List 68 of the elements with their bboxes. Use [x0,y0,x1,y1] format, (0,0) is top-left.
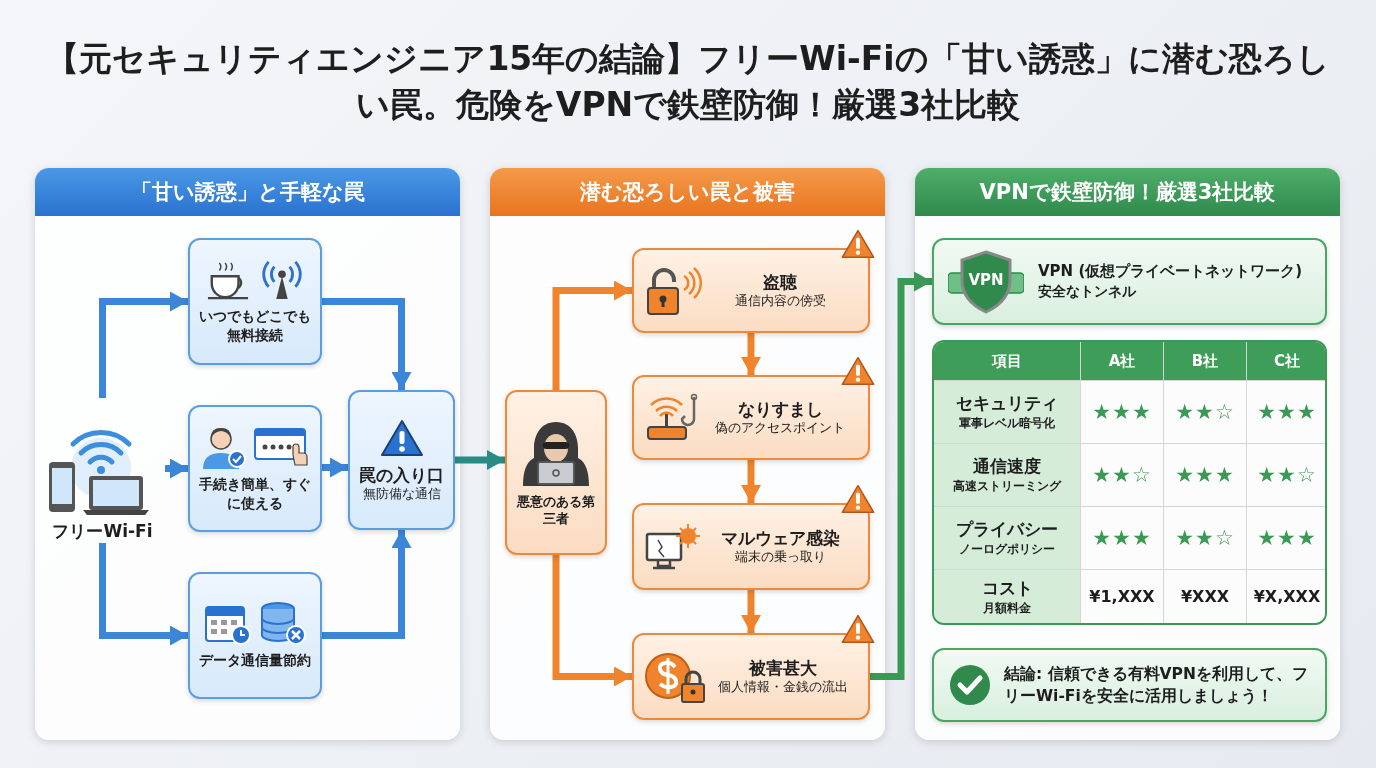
star-rating: ★★☆ [1081,444,1163,506]
panel [35,168,460,740]
panel-header: 潜む恐ろしい罠と被害 [490,168,885,216]
arrow [741,333,761,375]
box-text: 個人情報・金銭の流出 [718,679,848,696]
row-subtitle: 高速ストリーミング [953,478,1061,495]
box-heading: マルウェア感染 [720,527,840,550]
box-text: いつでもどこでも無料接続 [198,307,312,344]
panel-header: 「甘い誘惑」と手軽な罠 [35,168,460,216]
box-heading: 罠の入り口 [359,463,444,486]
box-heading: 盗聴 [763,271,797,294]
process-box [188,405,322,532]
arrow [741,460,761,503]
shield-label: VPN [967,270,1005,289]
conclusion-text: 結論: 信頼できる有料VPNを利用して、フリーWi-Fiを安全に活用しましょう！ [1004,663,1309,707]
box-text: 悪意のある第三者 [515,493,596,528]
box-heading: 被害甚大 [749,657,817,680]
header-cell: A社 [1081,342,1163,380]
device-label: フリーWi-Fi [52,520,153,543]
process-box [505,390,607,555]
star-rating: ★★★ [1164,444,1246,506]
star-rating: ★★☆ [1247,444,1325,506]
panel [490,168,885,740]
box-text: 無防備な通信 [362,485,441,503]
row-title: セキュリティ [956,392,1058,415]
arrow [322,457,348,478]
box-text: 手続き簡単、すぐに使える [198,475,312,512]
row-title: プライバシー [956,518,1058,541]
process-box [188,238,322,365]
box-text: 安全なトンネル [1038,282,1137,302]
table-cell: ¥1,XXX [1081,570,1163,623]
arrow [870,271,932,680]
box-text: 端末の乗っ取り [734,549,826,566]
arrow [322,530,412,639]
row-title: 通信速度 [973,455,1041,478]
arrow [165,458,188,479]
star-rating: ★★☆ [1164,381,1246,443]
row-subtitle: ノーログポリシー [959,541,1055,558]
star-rating: ★★★ [1247,381,1325,443]
box-heading: VPN (仮想プライベートネットワーク) [1038,261,1303,283]
process-box [932,238,1327,325]
box-text: 通信内容の傍受 [734,293,826,310]
title-heading: 【元セキュリティエンジニア15年の結論】フリーWi-Fiの「甘い誘惑」に潜む恐ろしい罠。危険をVPNで鉄壁防御！厳選3社比較 [45,38,1331,127]
row-subtitle: 月額料金 [983,599,1031,617]
table-cell: ¥XXX [1164,570,1246,623]
header-cell: B社 [1164,342,1246,380]
row-subtitle: 軍事レベル暗号化 [959,415,1055,432]
arrow [552,555,632,687]
panel-header: VPNで鉄壁防御！厳選3社比較 [915,168,1340,216]
panel [915,168,1340,740]
box-text: データ通信量節約 [199,651,311,670]
star-rating: ★★★ [1081,507,1163,569]
box-heading: なりすまし [737,398,823,421]
box-text: 偽のアクセスポイント [715,420,845,437]
arrow [552,280,632,390]
row-title: コスト [981,576,1033,600]
arrow [322,298,412,390]
header-cell: C社 [1247,342,1325,380]
star-rating: ★★★ [1247,507,1325,569]
process-box [348,390,455,530]
star-rating: ★★★ [1081,381,1163,443]
process-box [188,572,322,699]
process-box [932,648,1327,722]
arrow [741,590,761,633]
arrow [455,450,505,470]
star-rating: ★★☆ [1164,507,1246,569]
header-cell: 項目 [934,342,1080,380]
table-cell: ¥X,XXX [1247,570,1325,623]
